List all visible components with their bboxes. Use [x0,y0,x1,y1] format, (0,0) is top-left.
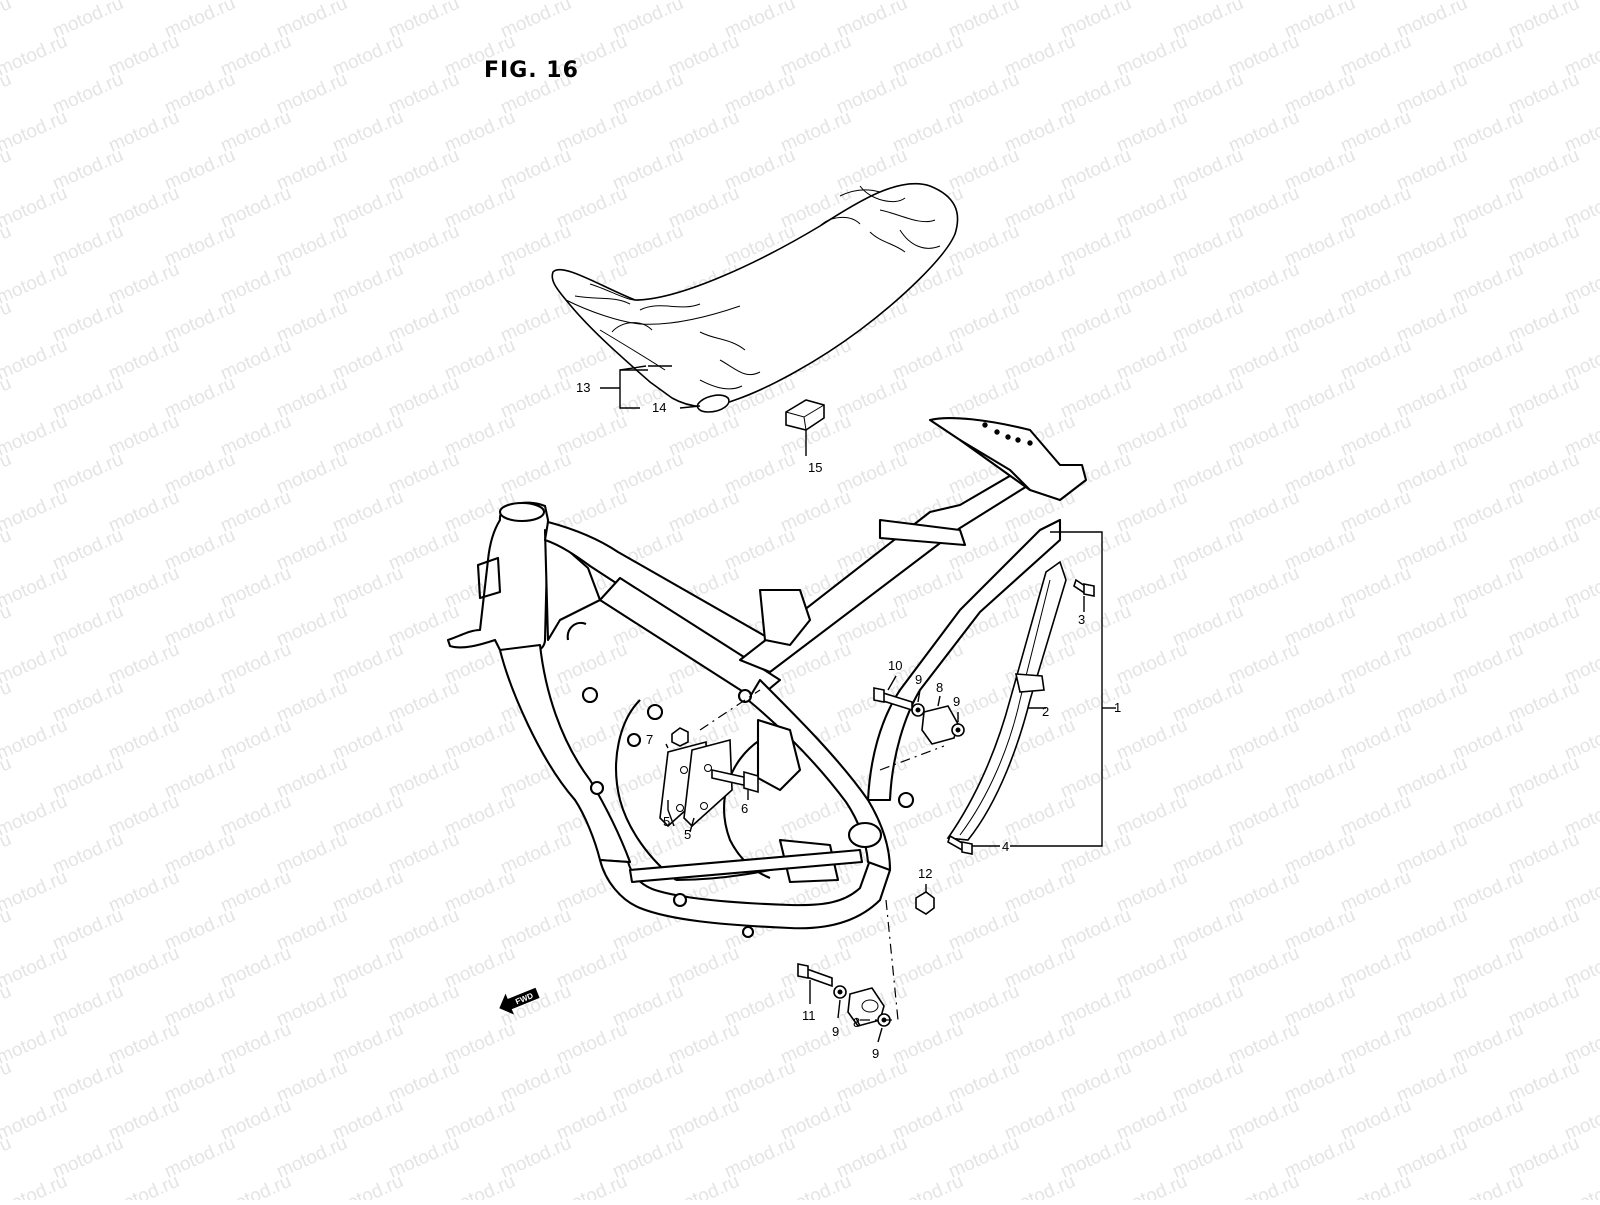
seat [551,182,959,408]
motorcycle-frame [446,416,1088,939]
watermark-text: motod.ru [0,0,15,43]
watermark-text: motod.ru [0,183,71,233]
watermark-text: motod.ru [0,107,71,157]
watermark-text: motod.ru [0,867,71,917]
watermark-text: motod.ru [0,943,71,993]
watermark-text: motod.ru [0,145,15,195]
watermark-text: motod.ru [0,1133,15,1183]
seat-cushion-15 [785,399,825,431]
watermark-text: motod.ru [217,1171,294,1200]
watermark-text: motod.ru [0,373,15,423]
callout-6: 6 [741,801,748,816]
watermark-text: motod.ru [553,1171,630,1200]
watermark-text: motod.ru [0,411,71,461]
callout-5a: 5 [663,814,670,829]
watermark-text: motod.ru [1561,1171,1600,1200]
watermark-text: motod.ru [0,335,71,385]
callout-14: 14 [652,400,666,415]
watermark-text: motod.ru [777,1171,854,1200]
watermark-text: motod.ru [0,905,15,955]
callout-13: 13 [576,380,590,395]
watermark-text: motod.ru [0,259,71,309]
forward-direction-arrow: FWD [499,987,540,1015]
lower-mount-hardware [797,963,891,1027]
leader-lines [600,365,1116,1043]
watermark-text: motod.ru [0,1171,71,1200]
engine-mount-plate-5 [659,738,733,828]
watermark-text: motod.ru [0,449,15,499]
bolt-6 [711,769,759,794]
watermark-text: motod.ru [0,639,71,689]
watermark-text: motod.ru [0,829,15,879]
watermark-text: motod.ru [0,981,15,1031]
watermark-text: motod.ru [441,1171,518,1200]
watermark-text: motod.ru [1337,1171,1414,1200]
callout-8-lower: 8 [853,1015,860,1030]
frame-stay-2 [946,560,1067,841]
callout-2: 2 [1042,704,1049,719]
nut-7 [671,727,689,747]
watermark-text: motod.ru [105,1171,182,1200]
watermark-text: motod.ru [0,69,15,119]
watermark-text: motod.ru [889,1171,966,1200]
figure-title: FIG. 16 [484,58,579,83]
callout-1: 1 [1114,700,1121,715]
callout-9-upper-b: 9 [953,694,960,709]
callout-9-lower-b: 9 [872,1046,879,1061]
watermark-text: motod.ru [0,297,15,347]
watermark-text: motod.ru [0,753,15,803]
callout-9-lower-a: 9 [832,1024,839,1039]
watermark-text: motod.ru [329,1171,406,1200]
watermark-text: motod.ru [1113,1171,1190,1200]
callout-7: 7 [646,732,653,747]
upper-mount-hardware [873,687,965,745]
callout-15: 15 [808,460,822,475]
callout-8-upper: 8 [936,680,943,695]
watermark-text: motod.ru [0,563,71,613]
callout-9-upper-a: 9 [915,672,922,687]
callout-10: 10 [888,658,902,673]
watermark-text: motod.ru [0,1095,71,1145]
watermark-text: motod.ru [0,1057,15,1107]
bolt-3 [1073,578,1095,597]
watermark-text: motod.ru [1001,1171,1078,1200]
watermark-text: motod.ru [0,677,15,727]
watermark-text: motod.ru [0,601,15,651]
callout-labels: 1 2 3 4 5 5 6 7 8 8 9 9 9 9 10 11 12 13 … [576,380,1121,1061]
watermark-text: motod.ru [0,31,71,81]
callout-11: 11 [802,1008,816,1023]
bolt-4 [947,834,973,855]
watermark-text: motod.ru [0,715,71,765]
callout-3: 3 [1078,612,1085,627]
callout-12: 12 [918,866,932,881]
watermark-text: motod.ru [1449,1171,1526,1200]
watermark-text: motod.ru [0,525,15,575]
watermark-text: motod.ru [0,1019,71,1069]
watermark-text: motod.ru [0,791,71,841]
watermark-text: motod.ru [0,221,15,271]
callout-5b: 5 [684,827,691,842]
seat-hook-14 [696,394,730,413]
watermark-text: motod.ru [1225,1171,1302,1200]
watermark-text: motod.ru [0,487,71,537]
callout-4: 4 [1002,839,1009,854]
watermark-text: motod.ru [665,1171,742,1200]
